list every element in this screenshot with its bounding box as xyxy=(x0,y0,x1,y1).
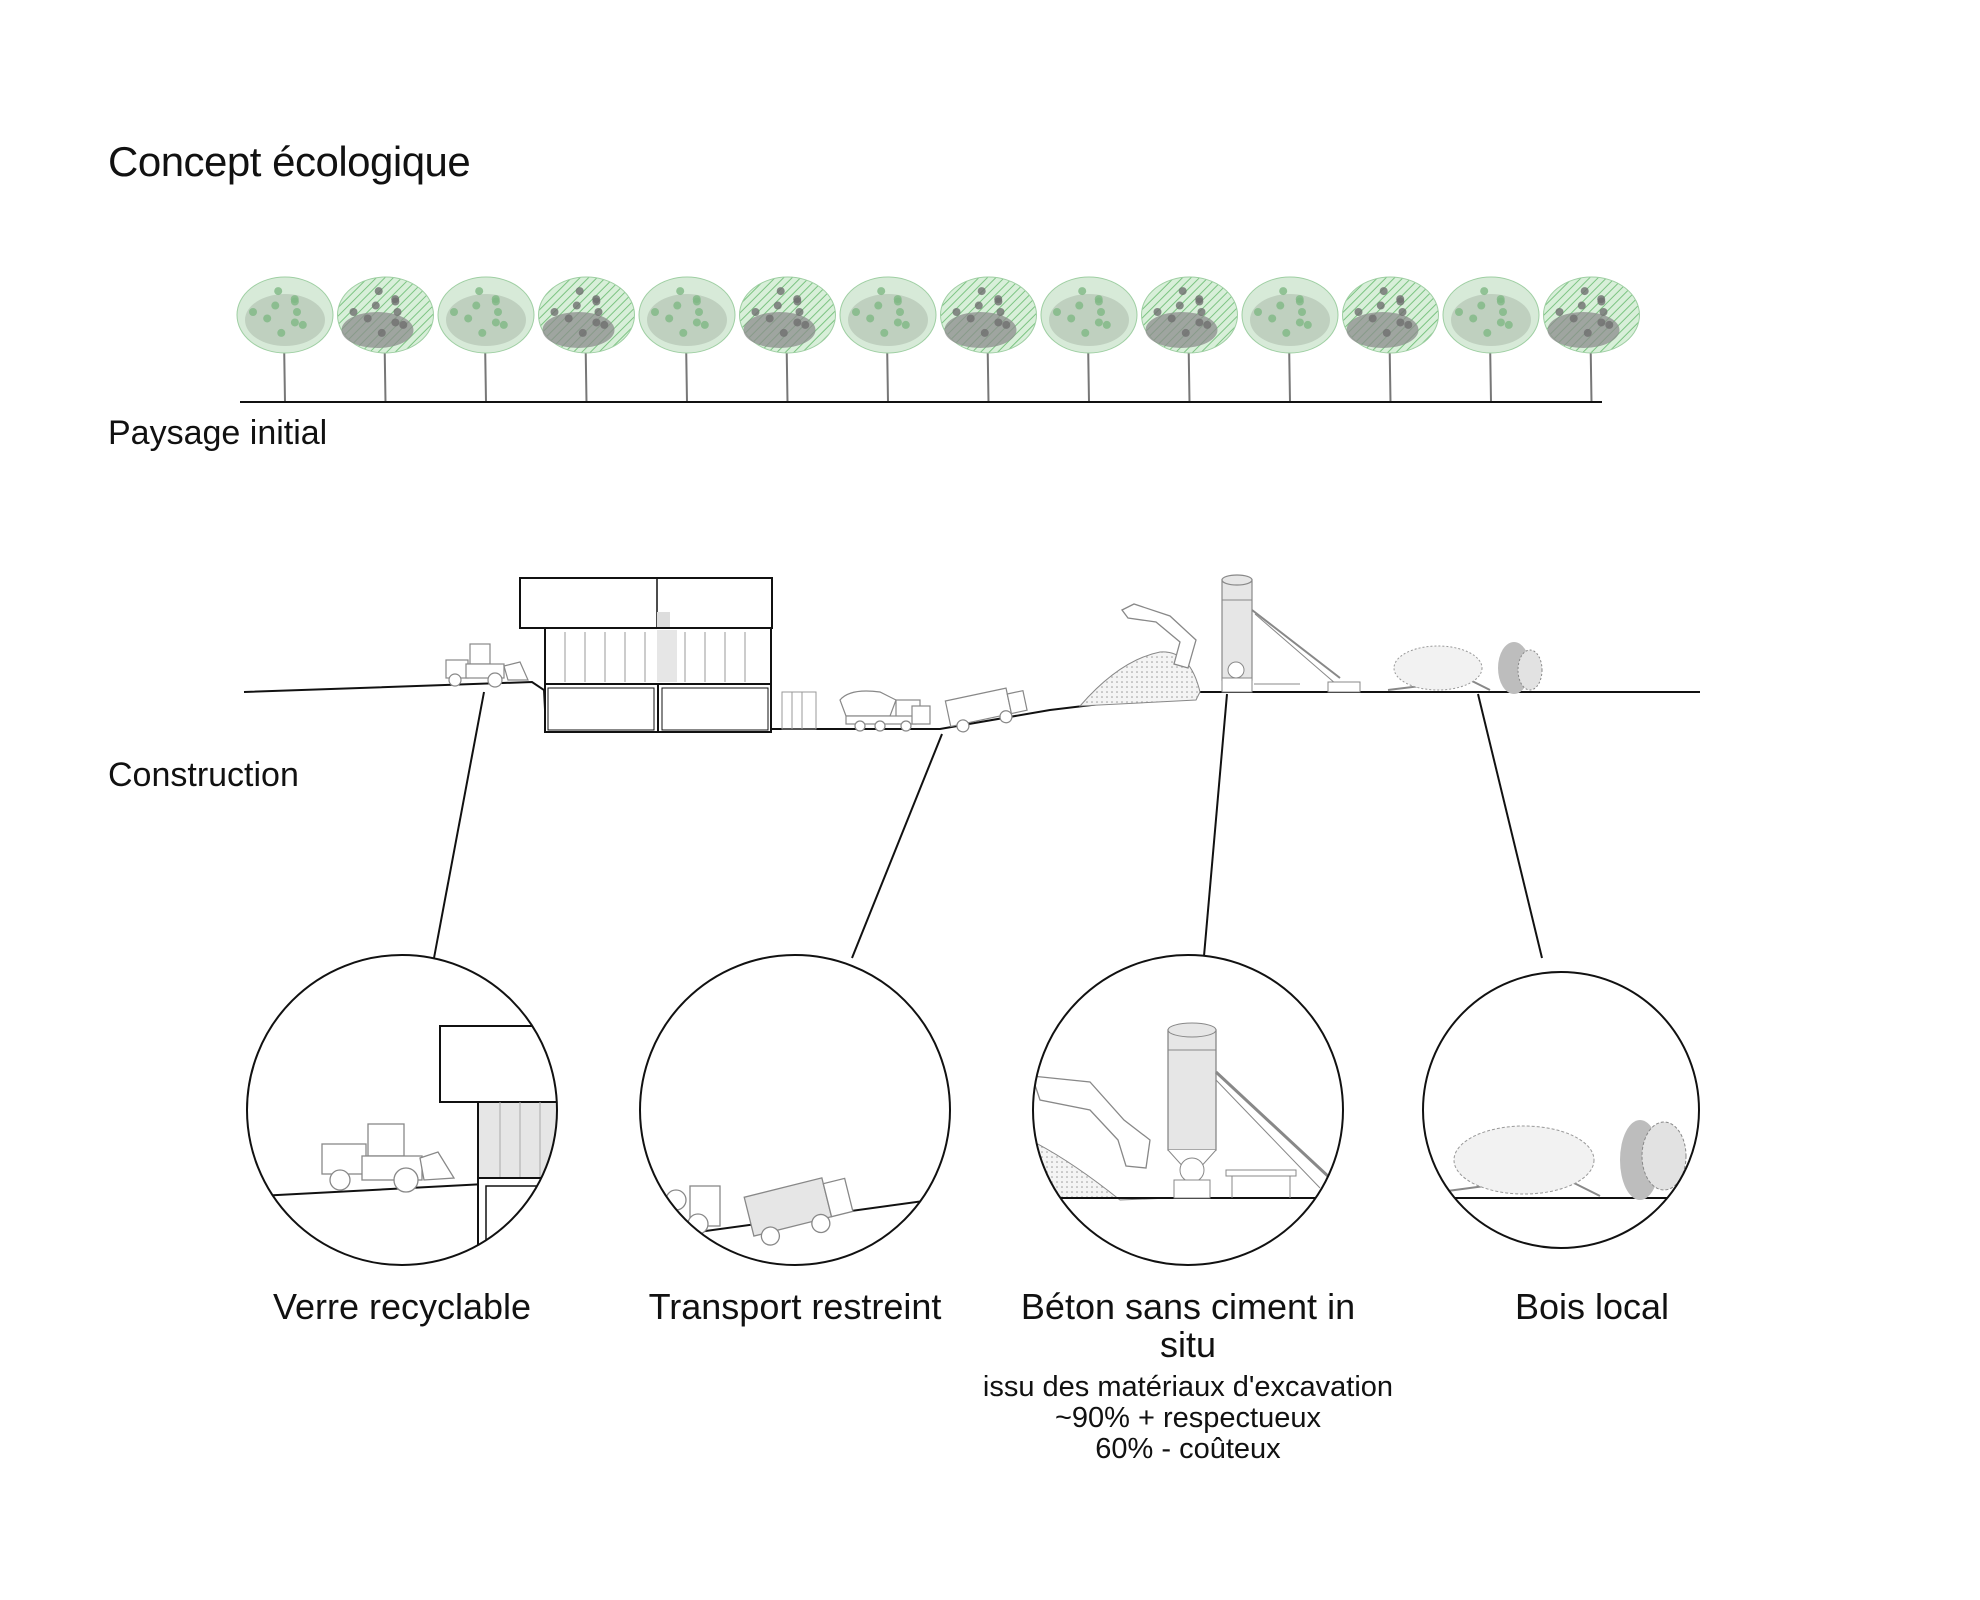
bulldozer-icon xyxy=(445,643,529,688)
note-respectueux: ~90% + respectueux xyxy=(1054,1402,1321,1434)
tree-icon xyxy=(437,276,535,403)
tree-icon xyxy=(1241,276,1339,403)
caption-bois-local: Bois local xyxy=(1514,1286,1670,1327)
tree-icon xyxy=(236,276,334,403)
tree-icon xyxy=(1040,276,1138,403)
page-title: Concept écologique xyxy=(108,138,471,185)
caption-beton-sans-ciment: Béton sans ciment in situ xyxy=(1020,1286,1356,1365)
tree-icon xyxy=(1342,276,1439,403)
silo-icon xyxy=(1221,574,1361,693)
connector-line-4 xyxy=(1477,693,1543,959)
tree-icon xyxy=(1442,276,1540,403)
tree-icon xyxy=(839,276,937,403)
tree-icon xyxy=(940,276,1037,403)
fallen-tree-icon xyxy=(1387,642,1543,694)
detail-circle-2 xyxy=(639,954,951,1266)
detail-circle-1 xyxy=(246,954,558,1266)
tree-icon xyxy=(337,276,434,403)
mixer-truck-icon xyxy=(839,690,931,732)
section-label-construction: Construction xyxy=(108,756,299,794)
tree-icon xyxy=(1141,276,1238,403)
note-excavation: issu des matériaux d'excavation xyxy=(982,1371,1394,1403)
building-section xyxy=(519,577,817,733)
connector-line-1 xyxy=(433,691,485,959)
caption-transport-restreint: Transport restreint xyxy=(648,1286,942,1327)
construction-section xyxy=(243,574,1700,733)
detail-circle-3 xyxy=(1032,954,1344,1266)
dump-truck-icon xyxy=(944,687,1028,733)
detail-circle-4 xyxy=(1422,971,1700,1249)
section-label-paysage: Paysage initial xyxy=(108,414,328,452)
tree-icon xyxy=(1543,276,1640,403)
caption-verre-recyclable: Verre recyclable xyxy=(272,1286,532,1327)
excavation-mound xyxy=(1078,603,1201,707)
connector-line-2 xyxy=(851,733,943,959)
tree-icon xyxy=(739,276,836,403)
tree-icon xyxy=(638,276,736,403)
tree-row xyxy=(236,276,1640,403)
connector-line-3 xyxy=(1203,693,1228,957)
connector-lines xyxy=(433,691,1543,959)
note-couteux: 60% - coûteux xyxy=(1095,1433,1281,1465)
tree-icon xyxy=(538,276,635,403)
